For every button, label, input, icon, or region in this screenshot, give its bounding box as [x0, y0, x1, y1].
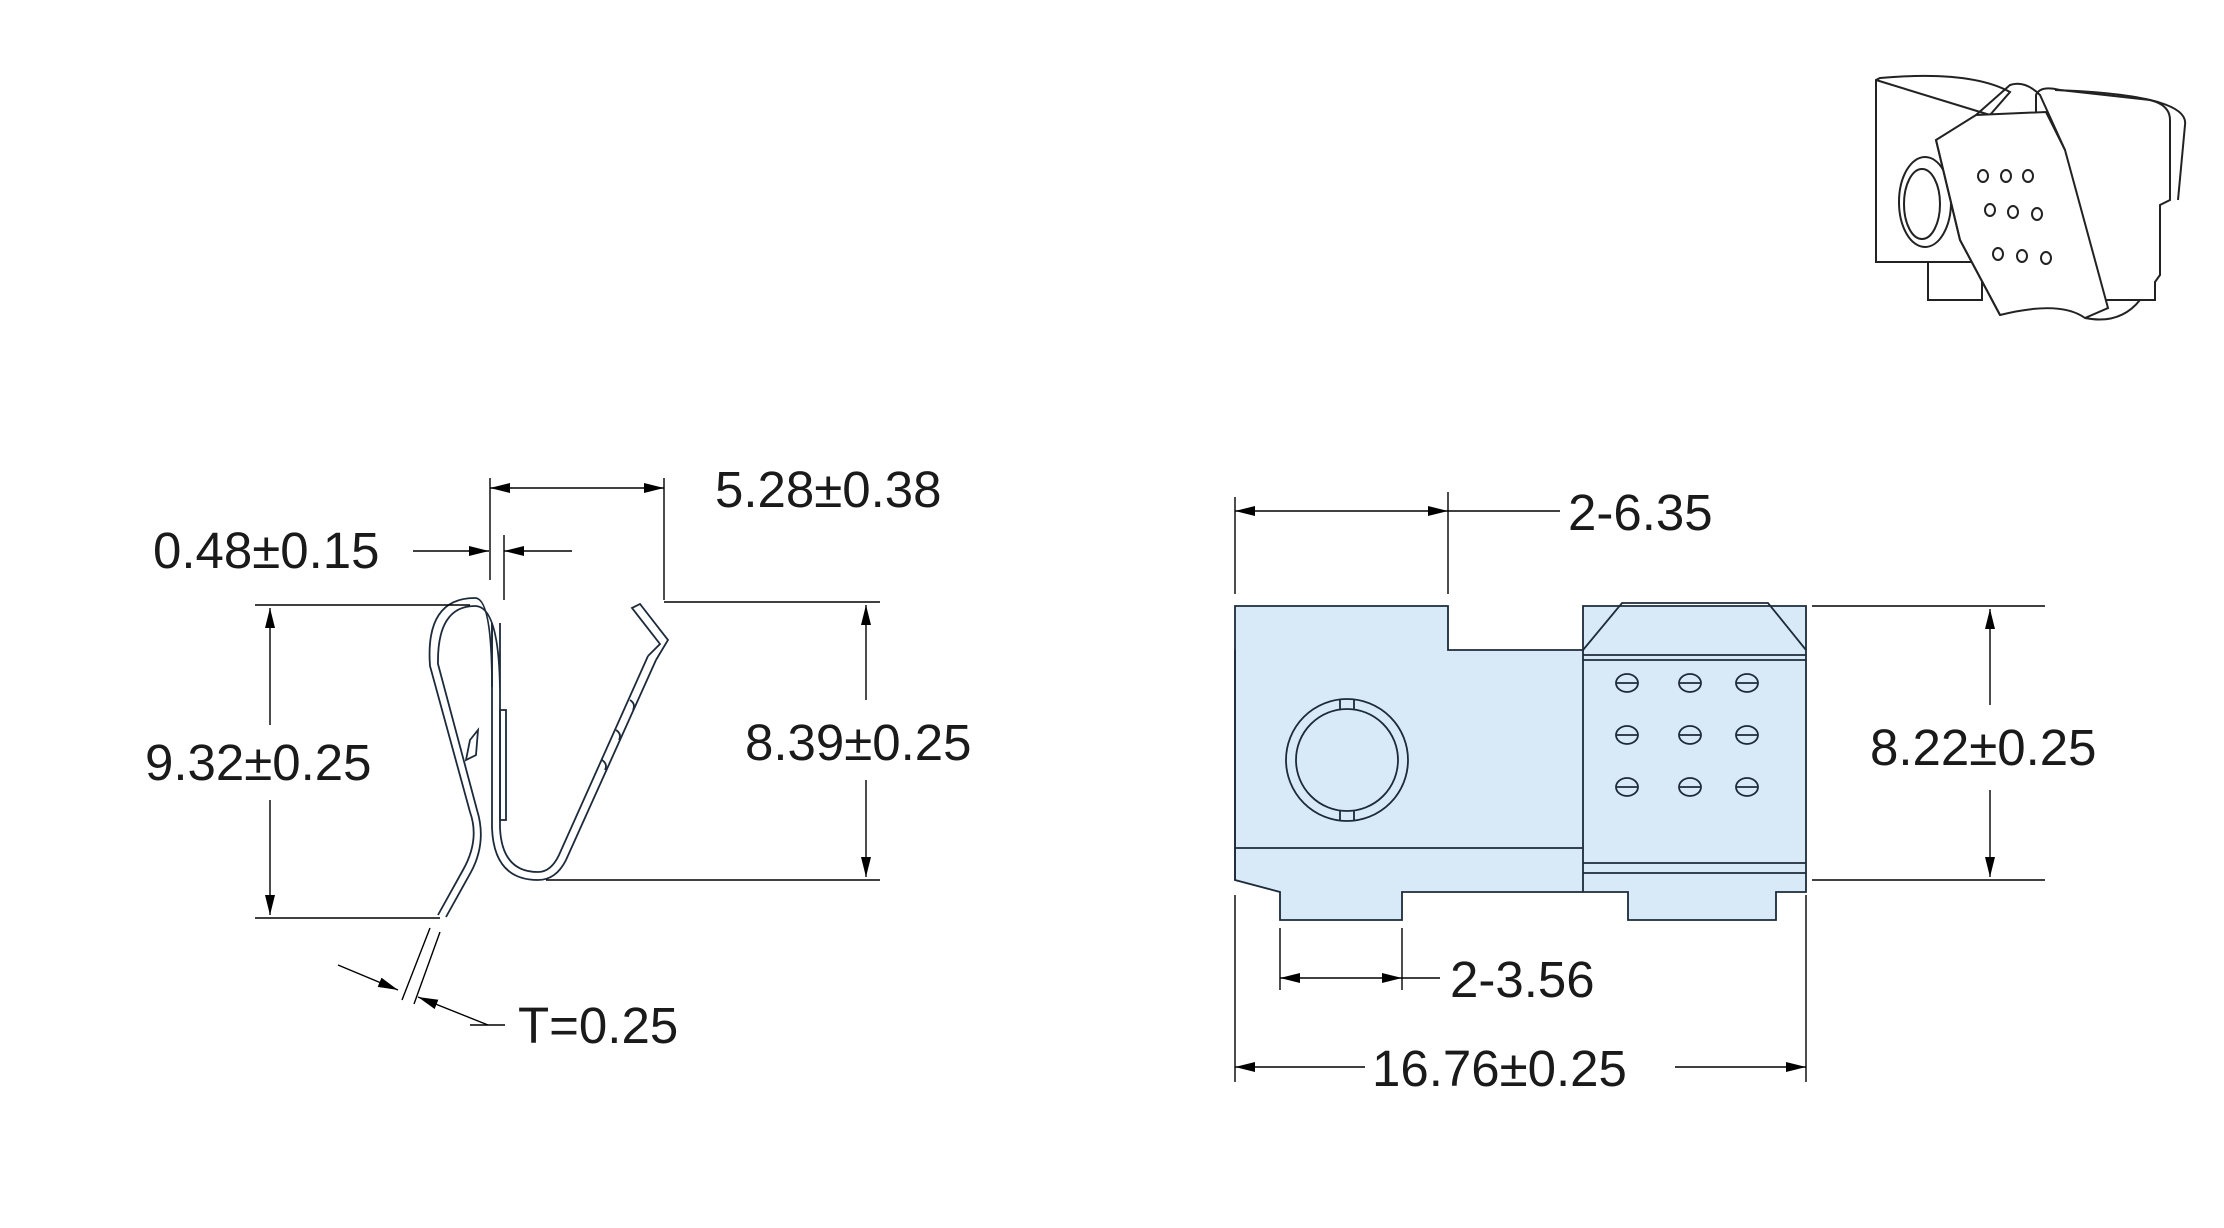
dim-opening-label: 5.28±0.38 — [715, 461, 942, 518]
side-view: 5.28±0.38 0.48±0.15 9.32±0.25 8.39±0.25 … — [145, 461, 972, 1054]
isometric-view — [1875, 74, 2187, 321]
dim-overall-height-label: 9.32±0.25 — [145, 734, 372, 791]
dim-overall-length-label: 16.76±0.25 — [1372, 1040, 1627, 1097]
front-view: 2-6.35 2-3.56 16.76±0.25 8.22±0.25 — [1234, 484, 2097, 1097]
dim-foot-spacing-label: 2-3.56 — [1450, 951, 1595, 1008]
dim-thickness-label: T=0.25 — [518, 997, 678, 1054]
dimple-grid — [1615, 673, 1759, 797]
boss-hole — [1285, 698, 1409, 822]
dim-tab-spacing-label: 2-6.35 — [1568, 484, 1713, 541]
front-view-body — [1234, 605, 1807, 921]
dim-height-label: 8.22±0.25 — [1870, 719, 2097, 776]
dim-gap-label: 0.48±0.15 — [153, 522, 380, 579]
side-view-profile — [428, 597, 670, 918]
dim-inner-height-label: 8.39±0.25 — [745, 714, 972, 771]
